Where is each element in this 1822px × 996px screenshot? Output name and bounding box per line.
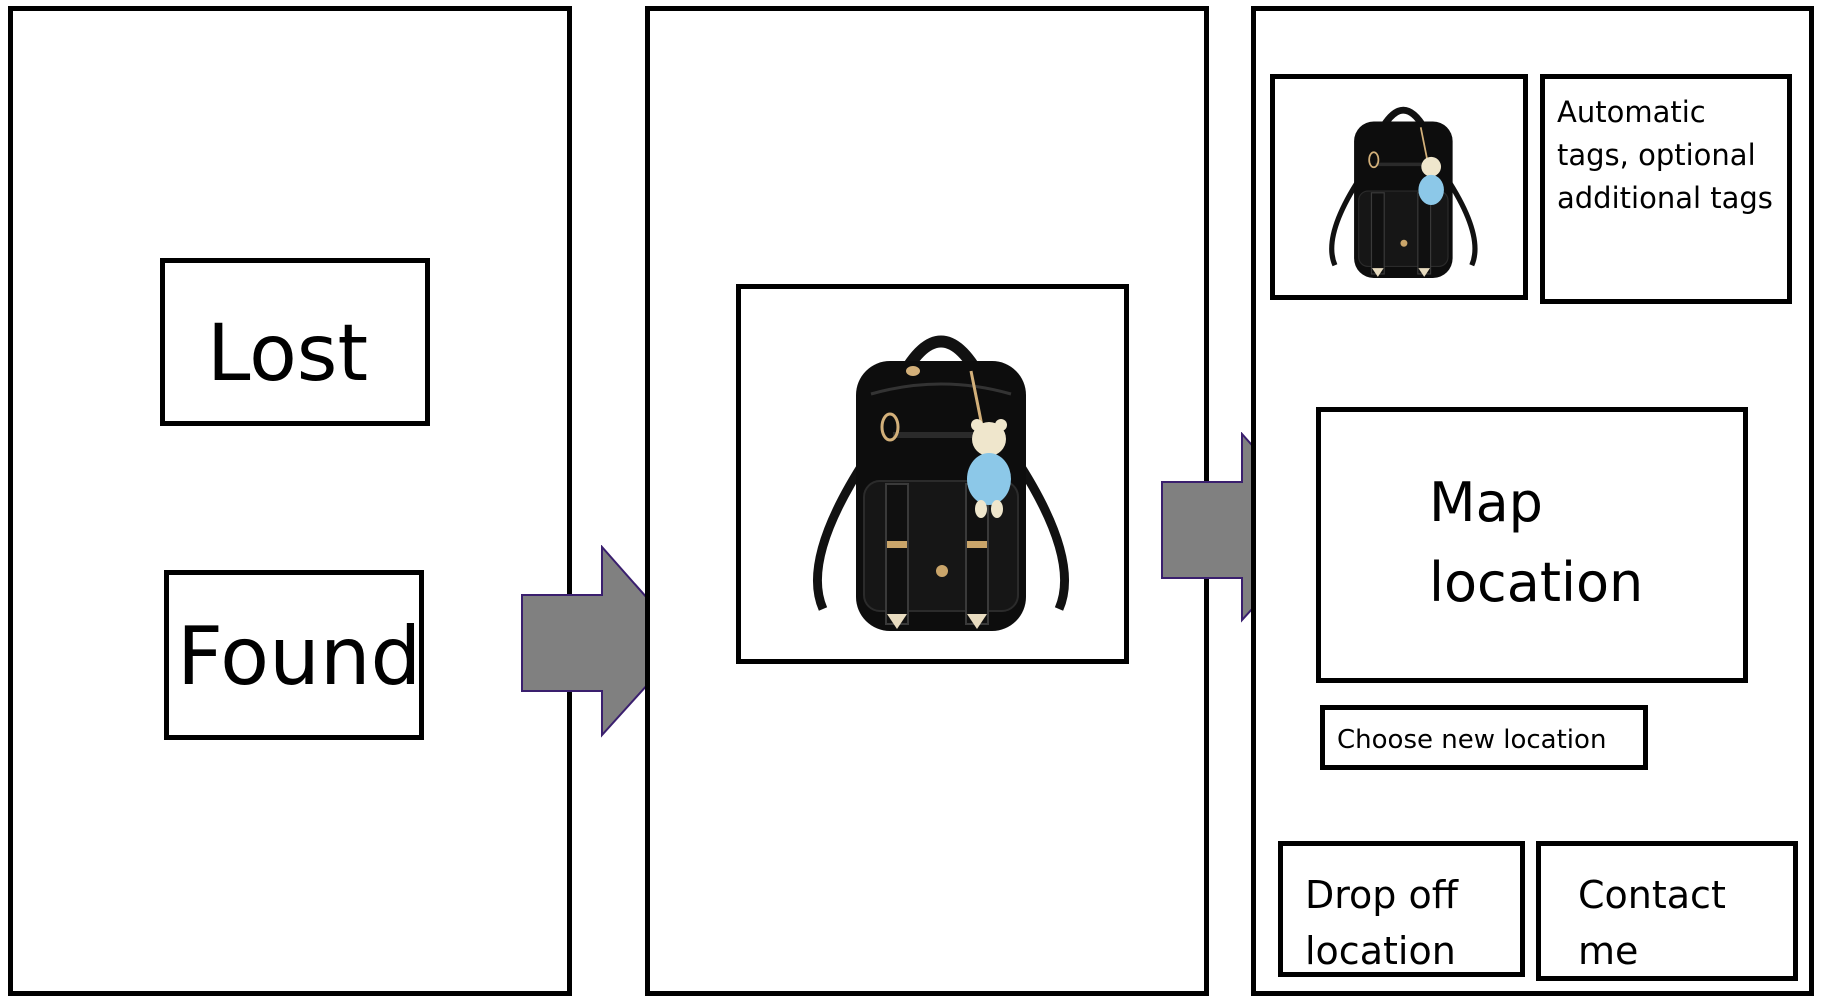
tags-box[interactable]: Automatic tags, optional additional tags — [1540, 74, 1792, 304]
contact-label-line1: Contact — [1578, 873, 1726, 917]
choose-new-location-button[interactable]: Choose new location — [1320, 705, 1648, 770]
photo-frame[interactable] — [736, 284, 1129, 664]
drop-off-label-line2: location — [1305, 929, 1456, 973]
contact-label-line2: me — [1578, 929, 1639, 973]
screen-1-panel — [8, 6, 572, 996]
lost-button[interactable]: Lost — [160, 258, 430, 426]
map-label-line2: location — [1429, 551, 1644, 614]
found-button[interactable]: Found — [164, 570, 424, 740]
map-location-box[interactable]: Map location — [1316, 407, 1748, 683]
drop-off-location-button[interactable]: Drop off location — [1278, 841, 1525, 977]
found-button-label: Found — [177, 610, 422, 703]
right-arrow-icon — [521, 545, 688, 738]
tags-text: Automatic tags, optional additional tags — [1557, 95, 1773, 215]
choose-new-location-label: Choose new location — [1337, 725, 1607, 755]
map-label-line1: Map — [1429, 471, 1543, 534]
backpack-thumbnail-icon — [1329, 106, 1478, 279]
drop-off-label-line1: Drop off — [1305, 873, 1458, 917]
photo-thumbnail[interactable] — [1270, 74, 1528, 300]
lost-button-label: Lost — [207, 309, 369, 399]
backpack-photo-icon — [812, 335, 1070, 631]
contact-me-button[interactable]: Contact me — [1536, 841, 1798, 981]
